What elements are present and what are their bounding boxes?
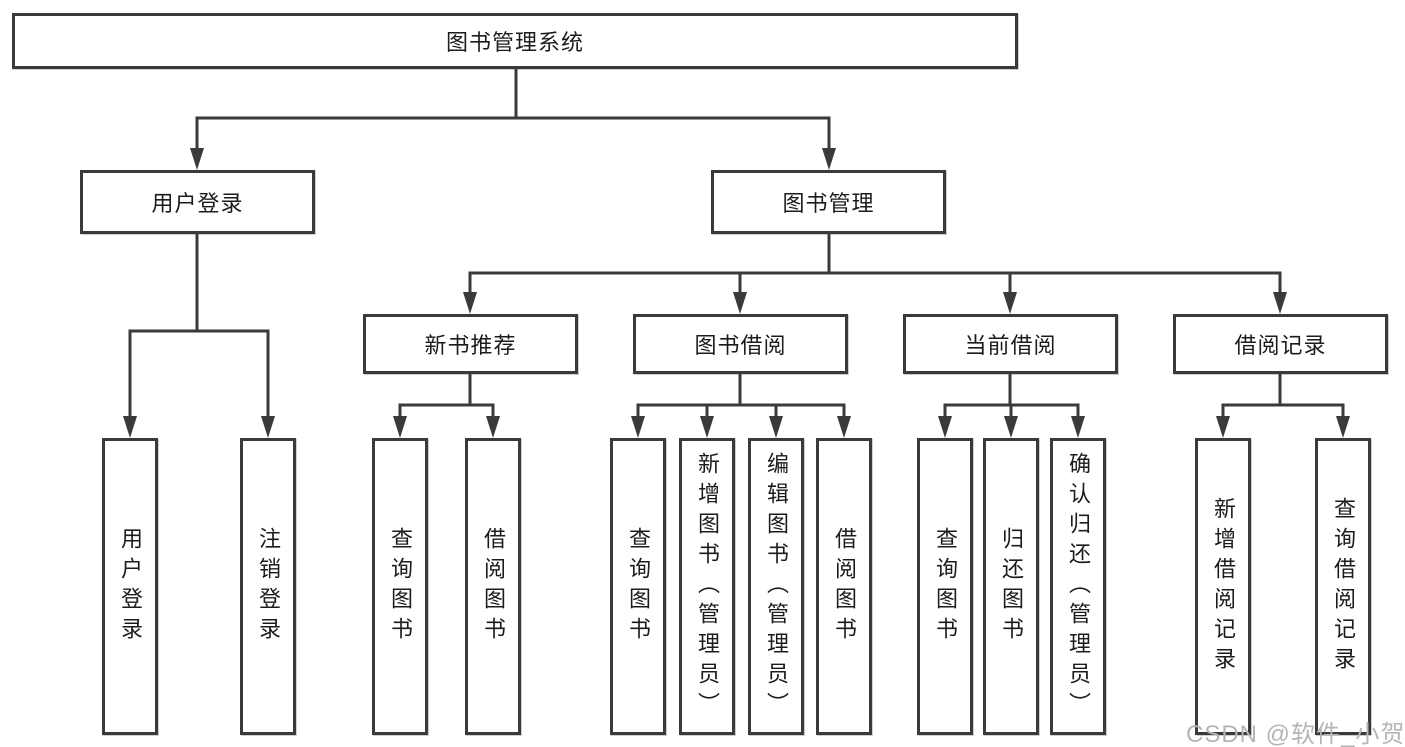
node-label: 借阅记录 bbox=[1234, 333, 1327, 358]
node-label: 查询图书 bbox=[933, 526, 958, 647]
node-library-management-system: 图书管理系统 bbox=[12, 13, 1018, 69]
node-label: 注销登录 bbox=[256, 526, 281, 647]
leaf-add-book-admin: 新增图书（管理员） bbox=[679, 438, 735, 735]
leaf-query-book: 查询图书 bbox=[372, 438, 428, 735]
node-label: 用户登录 bbox=[118, 526, 143, 647]
node-label: 查询图书 bbox=[388, 526, 413, 647]
leaf-return-book: 归还图书 bbox=[983, 438, 1039, 735]
leaf-query-book: 查询图书 bbox=[917, 438, 973, 735]
leaf-query-borrow-record: 查询借阅记录 bbox=[1315, 438, 1371, 735]
leaf-query-book: 查询图书 bbox=[610, 438, 666, 735]
node-label: 借阅图书 bbox=[481, 526, 506, 647]
leaf-borrow-book: 借阅图书 bbox=[465, 438, 521, 735]
node-label: 归还图书 bbox=[999, 526, 1024, 647]
csdn-watermark: CSDN @软件_小贺同学 bbox=[1186, 721, 1405, 747]
node-label: 新增借阅记录 bbox=[1211, 496, 1236, 677]
node-book-borrow: 图书借阅 bbox=[633, 314, 848, 374]
node-user-login: 用户登录 bbox=[80, 170, 315, 234]
node-label: 图书借阅 bbox=[694, 333, 787, 358]
node-borrow-records: 借阅记录 bbox=[1173, 314, 1388, 374]
node-label: 确认归还（管理员） bbox=[1066, 451, 1091, 722]
node-book-management: 图书管理 bbox=[711, 170, 946, 234]
leaf-add-borrow-record: 新增借阅记录 bbox=[1195, 438, 1251, 735]
node-label: 新增图书（管理员） bbox=[695, 451, 720, 722]
node-label: 图书管理 bbox=[782, 191, 875, 216]
leaf-logout: 注销登录 bbox=[240, 438, 296, 735]
node-label: 借阅图书 bbox=[832, 526, 857, 647]
node-label: 编辑图书（管理员） bbox=[764, 451, 789, 722]
node-label: 图书管理系统 bbox=[445, 30, 584, 55]
node-current-borrow: 当前借阅 bbox=[903, 314, 1118, 374]
leaf-confirm-return-admin: 确认归还（管理员） bbox=[1050, 438, 1106, 735]
leaf-borrow-book: 借阅图书 bbox=[816, 438, 872, 735]
node-new-book-recommend: 新书推荐 bbox=[363, 314, 578, 374]
node-label: 新书推荐 bbox=[424, 333, 517, 358]
leaf-user-login: 用户登录 bbox=[102, 438, 158, 735]
node-label: 查询图书 bbox=[626, 526, 651, 647]
leaf-edit-book-admin: 编辑图书（管理员） bbox=[748, 438, 804, 735]
node-label: 查询借阅记录 bbox=[1331, 496, 1356, 677]
node-label: 用户登录 bbox=[151, 191, 244, 216]
node-label: 当前借阅 bbox=[964, 333, 1057, 358]
